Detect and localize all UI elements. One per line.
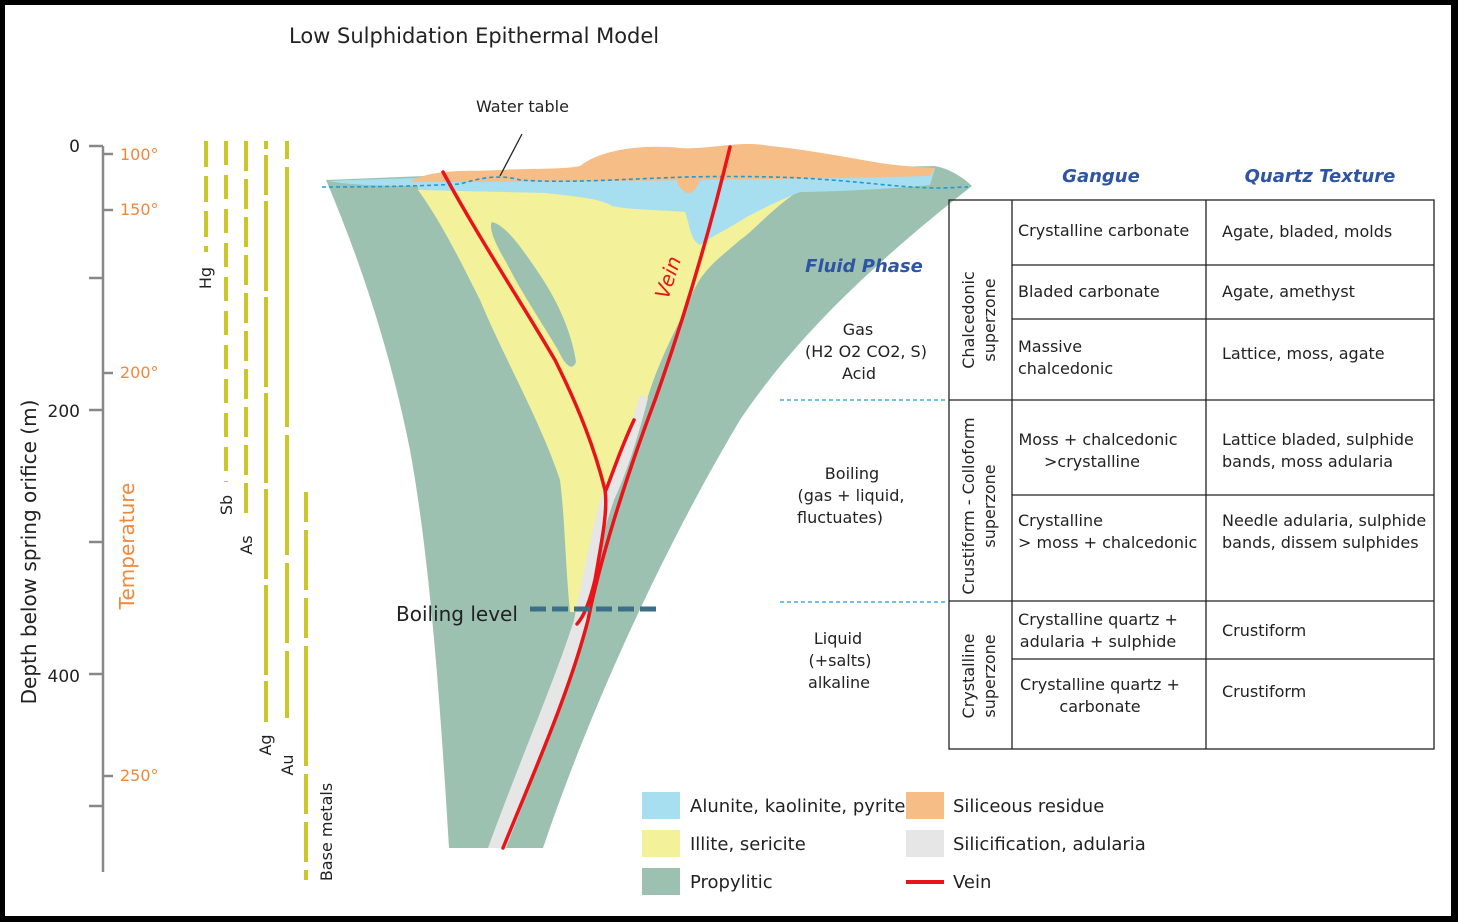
svg-text:superzone: superzone — [980, 634, 999, 717]
svg-text:Crustiform - Colloform: Crustiform - Colloform — [959, 417, 978, 594]
gangue-cell: Crystalline — [1018, 511, 1103, 530]
svg-text:alkaline: alkaline — [808, 673, 870, 692]
cross-section — [321, 133, 972, 850]
propylitic-zone — [326, 166, 972, 848]
quartz-cell: Crustiform — [1222, 621, 1306, 640]
legend-swatch-siliceous — [906, 792, 944, 819]
siliceous-residue-drip — [677, 180, 700, 194]
water-table-label: Water table — [476, 97, 569, 116]
svg-text:(H2 O2 CO2, S): (H2 O2 CO2, S) — [805, 342, 927, 361]
quartz-cells: Agate, bladed, molds Agate, amethyst Lat… — [1222, 222, 1426, 701]
vein-west — [441, 170, 608, 626]
legend-swatch-propylitic — [642, 868, 680, 895]
element-label-as: As — [237, 535, 256, 554]
water-table-leader — [499, 133, 523, 177]
gangue-cells: Crystalline carbonate Bladed carbonate M… — [1018, 221, 1197, 716]
quartz-cell: Lattice, moss, agate — [1222, 344, 1385, 363]
depth-tick-0: 0 — [69, 137, 80, 157]
boiling-level-label: Boiling level — [396, 602, 518, 626]
alunite-zone — [328, 168, 935, 245]
depth-tick-200: 200 — [48, 402, 80, 422]
temp-tick-150: 150° — [120, 200, 159, 219]
gangue-cell: Massive — [1018, 337, 1082, 356]
svg-text:(gas + liquid,: (gas + liquid, — [798, 486, 905, 505]
quartz-cell: Agate, bladed, molds — [1222, 222, 1392, 241]
quartz-texture-heading: Quartz Texture — [1245, 166, 1396, 187]
fluid-liquid: Liquid (+salts) alkaline — [808, 629, 872, 692]
superzone-chalcedonic: Chalcedonic superzone — [959, 271, 999, 369]
legend-label-vein: Vein — [953, 872, 991, 893]
gangue-cell: > moss + chalcedonic — [1018, 533, 1197, 552]
diagram-title: Low Sulphidation Epithermal Model — [289, 24, 659, 48]
fluid-boiling: Boiling (gas + liquid, fluctuates) — [797, 464, 904, 527]
quartz-cell: bands, dissem sulphides — [1222, 533, 1419, 552]
gangue-cell: chalcedonic — [1018, 359, 1113, 378]
vein-east-branch — [604, 418, 636, 492]
temp-tick-200: 200° — [120, 363, 159, 382]
fluid-separators — [780, 399, 948, 603]
zone-table — [948, 199, 1435, 750]
siliceous-residue — [412, 144, 935, 182]
gangue-cell: Crystalline quartz + — [1020, 675, 1180, 694]
gangue-cell: carbonate — [1059, 697, 1140, 716]
svg-text:Gas: Gas — [843, 320, 874, 339]
svg-text:(+salts): (+salts) — [808, 651, 871, 670]
gangue-cell: >crystalline — [1044, 452, 1140, 471]
svg-text:Boiling: Boiling — [825, 464, 879, 483]
temp-tick-100: 100° — [120, 145, 159, 164]
legend-swatch-illite — [642, 830, 680, 857]
gangue-cell: adularia + sulphide — [1020, 632, 1176, 651]
quartz-cell: Needle adularia, sulphide — [1222, 511, 1426, 530]
depth-axis — [89, 144, 113, 872]
svg-text:Liquid: Liquid — [814, 629, 862, 648]
silicification-zone — [488, 395, 648, 848]
element-label-hg: Hg — [196, 267, 215, 289]
water-table-line — [321, 175, 969, 189]
vein-main — [501, 145, 732, 850]
legend-swatch-silicification — [906, 830, 944, 857]
svg-text:superzone: superzone — [980, 464, 999, 547]
quartz-cell: Lattice bladed, sulphide — [1222, 430, 1414, 449]
legend-label-alunite: Alunite, kaolinite, pyrite — [690, 796, 905, 817]
propylitic-inclusion — [490, 222, 576, 367]
legend-label-silicification: Silicification, adularia — [953, 834, 1146, 855]
superzone-crystalline: Crystalline superzone — [959, 634, 999, 719]
legend-swatch-alunite — [642, 792, 680, 819]
svg-text:superzone: superzone — [980, 278, 999, 361]
fluid-phase-heading: Fluid Phase — [805, 256, 923, 277]
gangue-cell: Crystalline carbonate — [1018, 221, 1189, 240]
element-label-ag: Ag — [256, 734, 275, 755]
figure-frame: Low Sulphidation Epithermal Model 0 200 … — [5, 5, 1451, 916]
legend-label-illite: Illite, sericite — [690, 834, 806, 855]
svg-text:Acid: Acid — [842, 364, 876, 383]
depth-axis-label: Depth below spring orifice (m) — [17, 400, 41, 705]
epithermal-diagram: Low Sulphidation Epithermal Model 0 200 … — [17, 24, 1435, 895]
element-label-au: Au — [278, 754, 297, 775]
gangue-cell: Crystalline quartz + — [1018, 610, 1178, 629]
legend-label-propylitic: Propylitic — [690, 872, 773, 893]
element-label-sb: Sb — [217, 495, 236, 515]
gangue-heading: Gangue — [1062, 166, 1140, 187]
svg-text:Crystalline: Crystalline — [959, 634, 978, 719]
svg-text:fluctuates): fluctuates) — [797, 508, 883, 527]
superzone-crustiform: Crustiform - Colloform superzone — [959, 417, 999, 594]
quartz-cell: bands, moss adularia — [1222, 452, 1393, 471]
quartz-cell: Crustiform — [1222, 682, 1306, 701]
illite-zone — [418, 190, 800, 612]
element-label-base-metals: Base metals — [317, 783, 336, 881]
legend: Alunite, kaolinite, pyrite Siliceous res… — [642, 792, 1146, 895]
temperature-label: Temperature — [115, 483, 139, 611]
gangue-cell: Moss + chalcedonic — [1019, 430, 1178, 449]
quartz-cell: Agate, amethyst — [1222, 282, 1355, 301]
svg-text:Chalcedonic: Chalcedonic — [959, 271, 978, 369]
depth-tick-400: 400 — [48, 667, 80, 687]
element-bars — [204, 141, 308, 880]
veins — [441, 145, 732, 850]
fluid-gas: Gas (H2 O2 CO2, S) Acid — [805, 320, 927, 383]
gangue-cell: Bladed carbonate — [1018, 282, 1160, 301]
temp-tick-250: 250° — [120, 766, 159, 785]
legend-label-siliceous: Siliceous residue — [953, 796, 1104, 817]
